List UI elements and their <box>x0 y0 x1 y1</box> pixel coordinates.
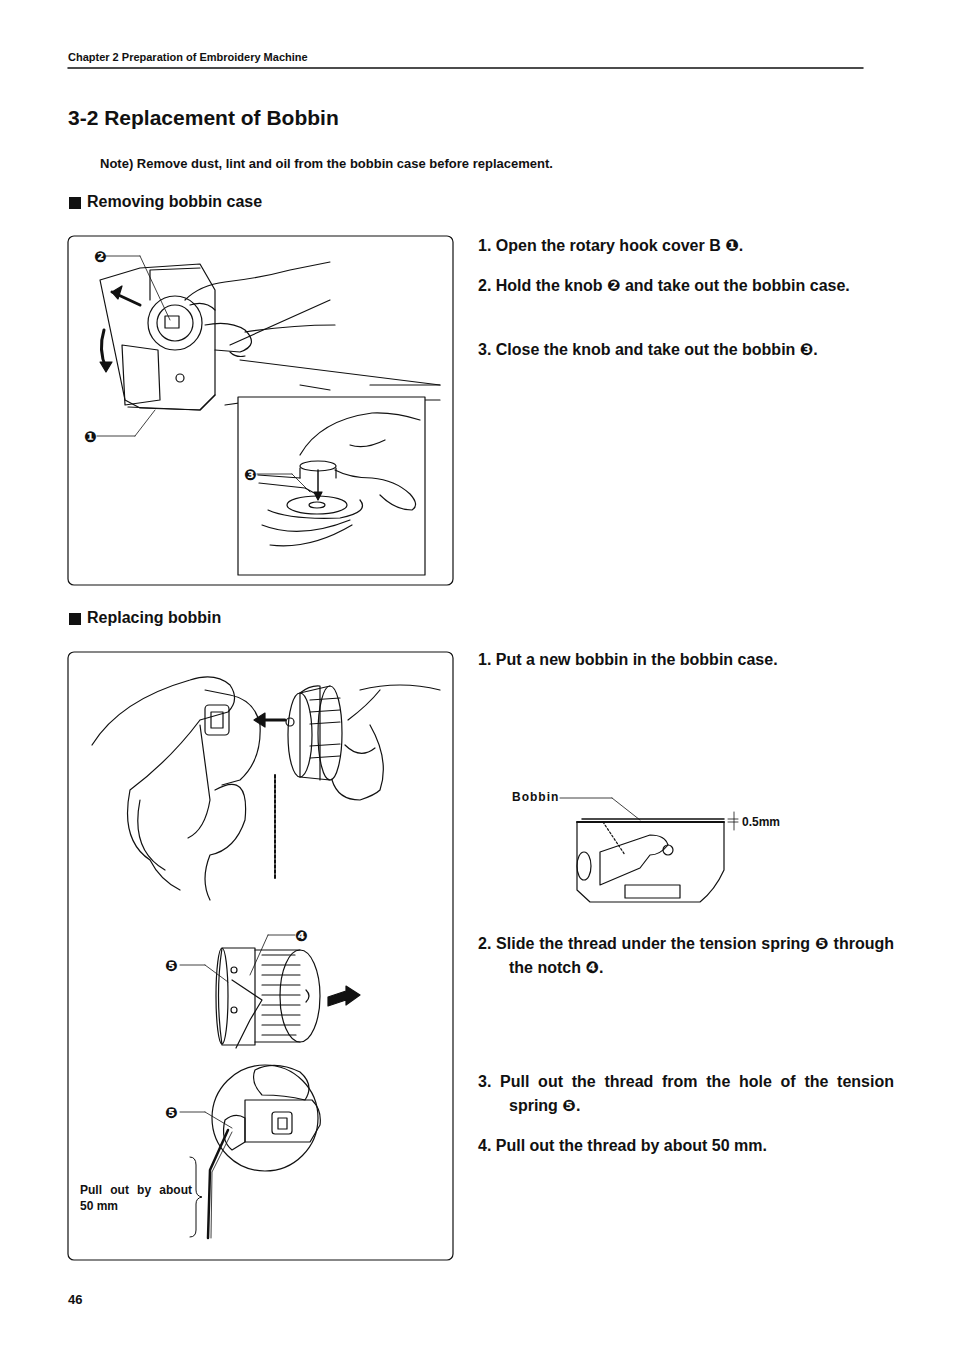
bobbin-removal-inset <box>257 413 420 546</box>
section-heading: Replacing bobbin <box>87 609 221 627</box>
callout-number: ❸ <box>244 466 257 484</box>
callout-number: ❺ <box>165 1104 178 1122</box>
bobbin-height-detail <box>560 798 738 902</box>
step-text: 3. Pull out the thread from the hole of … <box>478 1070 894 1118</box>
section-square <box>69 613 81 625</box>
figure-frame <box>68 652 453 1260</box>
figure-frame <box>68 236 453 585</box>
callout-number: ❷ <box>94 248 107 266</box>
callout-number: ❶ <box>84 428 97 446</box>
page-title: 3-2 Replacement of Bobbin <box>68 106 339 130</box>
running-header: Chapter 2 Preparation of Embroidery Mach… <box>68 51 308 63</box>
step-text: 2. Hold the knob ❷ and take out the bobb… <box>478 274 894 298</box>
bobbin-insertion-figure <box>92 677 440 900</box>
step-text: 1. Put a new bobbin in the bobbin case. <box>478 648 894 672</box>
bobbin-case-front <box>180 1065 320 1238</box>
inset-frame <box>238 397 425 575</box>
step-text: 2. Slide the thread under the tension sp… <box>478 932 894 980</box>
step-text: 1. Open the rotary hook cover B ❶. <box>478 234 894 258</box>
callout-number: ❺ <box>165 957 178 975</box>
bobbin-case-side <box>180 935 360 1048</box>
step-text: 4. Pull out the thread by about 50 mm. <box>478 1134 894 1158</box>
note: Note) Remove dust, lint and oil from the… <box>100 156 553 171</box>
page-number: 46 <box>68 1292 82 1307</box>
dimension-note: Pull out by about 50 mm <box>80 1182 192 1214</box>
dimension: 0.5mm <box>742 815 780 829</box>
section-square <box>69 197 81 209</box>
section-heading: Removing bobbin case <box>87 193 262 211</box>
callout-number: ❹ <box>295 927 308 945</box>
part-name: Bobbin <box>512 790 559 804</box>
step-text: 3. Close the knob and take out the bobbi… <box>478 338 894 362</box>
header-rule <box>68 67 863 69</box>
